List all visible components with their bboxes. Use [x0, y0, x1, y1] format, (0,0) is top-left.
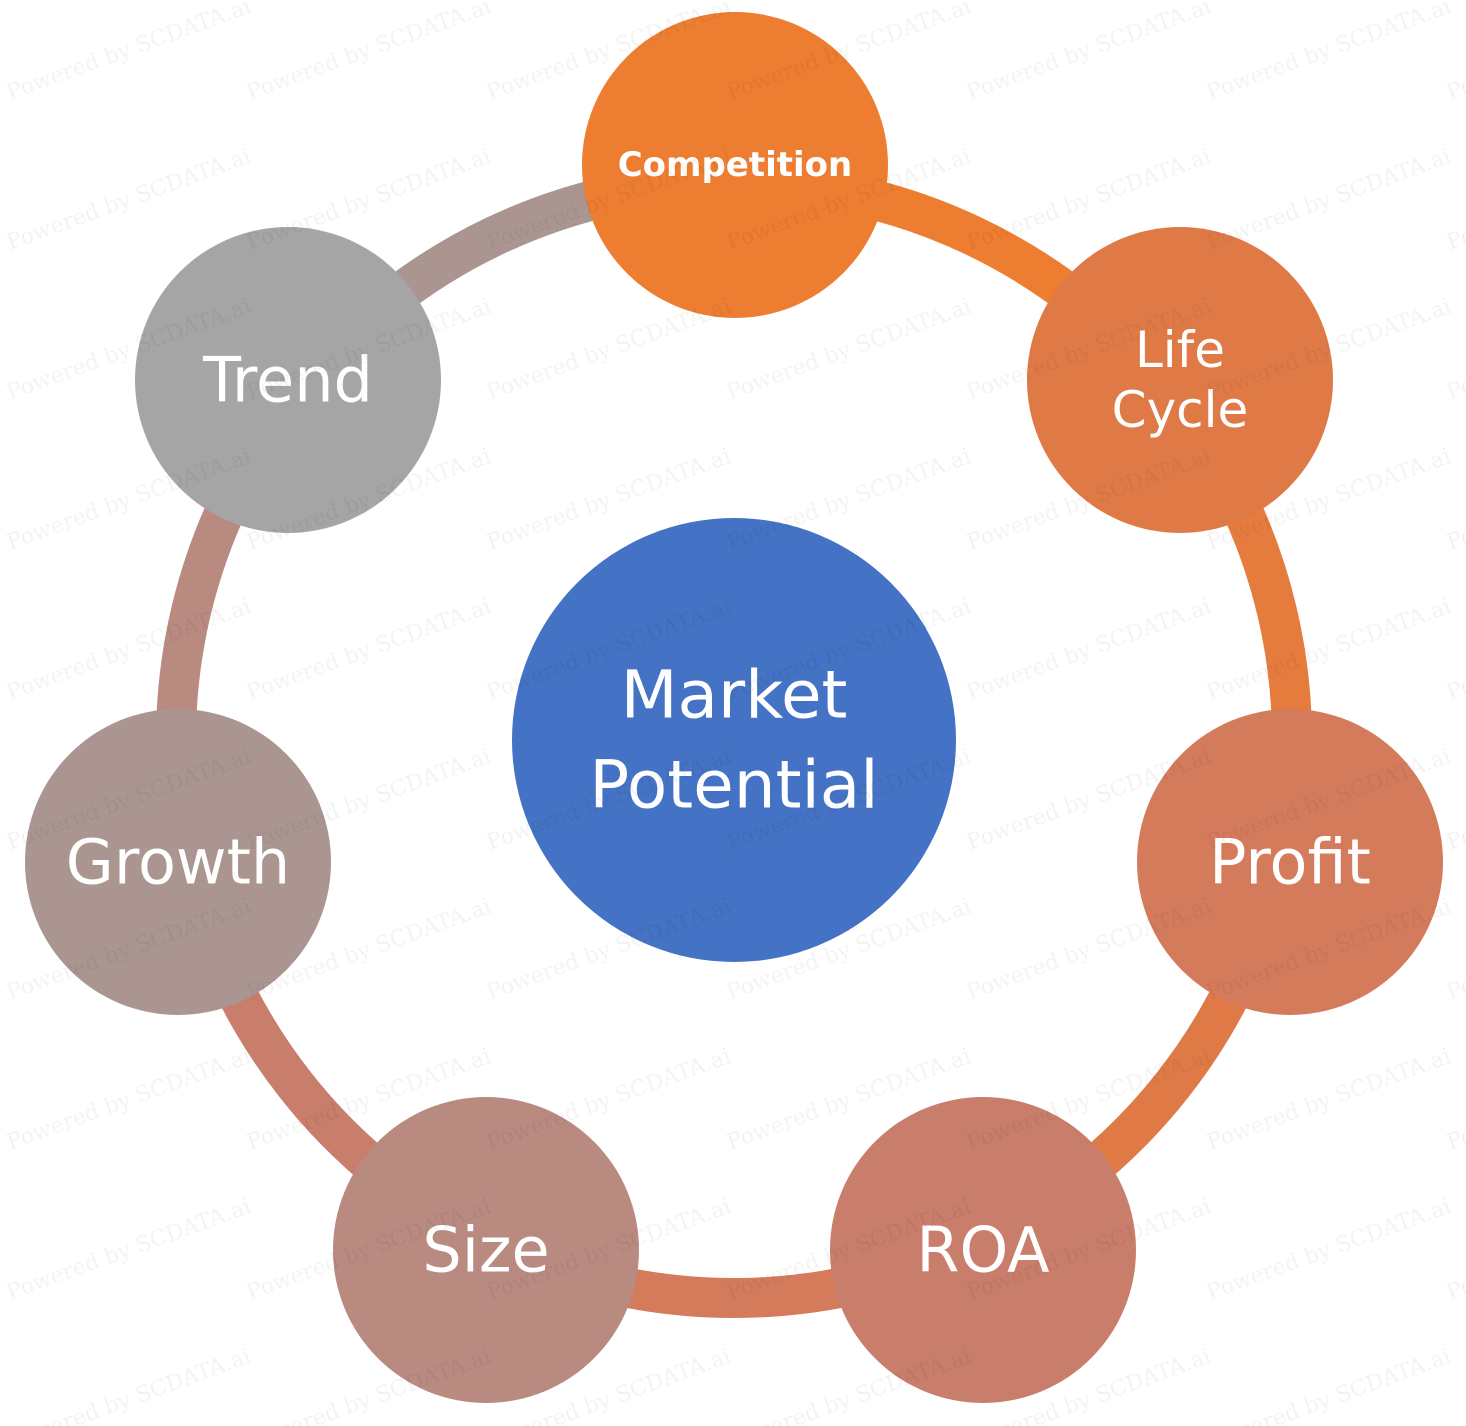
watermark-text: Powered by SCDATA.ai — [964, 594, 1215, 706]
watermark-text: Powered by SCDATA.ai — [1204, 1344, 1455, 1426]
watermark-text: Powered by SCDATA.ai — [244, 594, 495, 706]
watermark-text: Powered by SCDATA.ai — [4, 594, 255, 706]
watermark-text: Powered by SCDATA.ai — [724, 444, 975, 556]
node-roa: ROA — [830, 1097, 1136, 1403]
node-label-size: Size — [422, 1214, 549, 1287]
center-circle — [512, 518, 956, 962]
node-circle-growth — [25, 709, 331, 1015]
watermark-text: Powered by SCDATA.ai — [484, 1044, 735, 1156]
watermark-text: Powered by SCDATA.ai — [4, 1344, 255, 1426]
watermark-text: Powered by SCDATA.ai — [1204, 594, 1455, 706]
node-label-competition: Competition — [618, 145, 853, 185]
watermark-text: Powered by SCDATA.ai — [1204, 1194, 1455, 1306]
watermark-text: Powered by SCDATA.ai — [4, 144, 255, 256]
node-circle-profit — [1137, 709, 1443, 1015]
watermark-text: Powered by SCDATA.ai — [1204, 144, 1455, 256]
node-label-life-cycle: Life — [1135, 321, 1225, 379]
watermark-text: Powered by SCDATA.ai — [244, 0, 495, 106]
node-label-life-cycle: Cycle — [1112, 381, 1249, 439]
node-circle-life-cycle — [1027, 227, 1333, 533]
watermark-text: Powered by SCDATA.ai — [1204, 0, 1455, 106]
node-growth: Growth — [25, 709, 331, 1015]
watermark-text: Powered by SCDATA.ai — [4, 1044, 255, 1156]
node-circle-trend — [135, 227, 441, 533]
node-label-growth: Growth — [66, 826, 290, 899]
node-competition: Competition — [582, 12, 888, 318]
node-trend: Trend — [135, 227, 441, 533]
node-size: Size — [333, 1097, 639, 1403]
node-circle-size — [333, 1097, 639, 1403]
node-label-roa: ROA — [916, 1214, 1049, 1287]
watermark-text: Powered by SCDATA.ai — [1204, 1044, 1455, 1156]
node-circle-competition — [582, 12, 888, 318]
watermark-text: Powered by SCDATA.ai — [4, 1194, 255, 1306]
node-label-profit: Profit — [1209, 826, 1371, 899]
node-profit: Profit — [1137, 709, 1443, 1015]
watermark-text: Powered by SCDATA.ai — [964, 0, 1215, 106]
node-label-trend: Trend — [202, 344, 373, 417]
node-circle-roa — [830, 1097, 1136, 1403]
center-label: Potential — [589, 747, 878, 824]
watermark-text: Powered by SCDATA.ai — [484, 294, 735, 406]
center-label: Market — [621, 657, 848, 734]
watermark-text: Powered by SCDATA.ai — [4, 0, 255, 106]
